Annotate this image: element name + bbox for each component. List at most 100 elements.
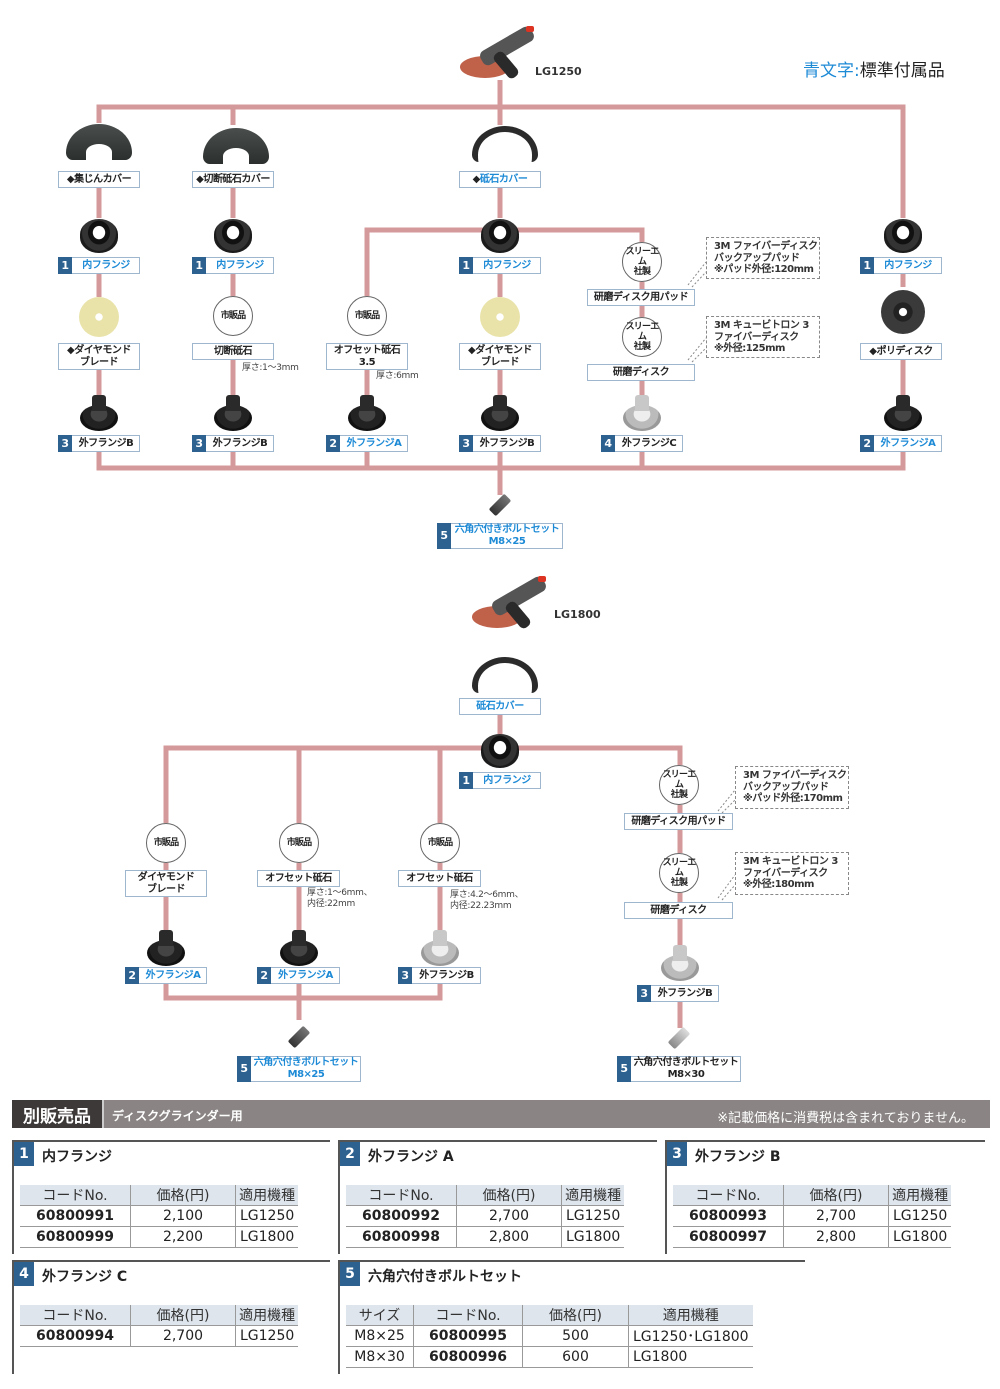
part-number-badge: 1	[459, 257, 473, 274]
commercial-badge: 市販品	[213, 296, 253, 336]
label-text: 外フランジB	[419, 969, 474, 981]
table-cell: 2,100	[130, 1205, 236, 1227]
wheel-cover-text: 砥石カバー	[479, 173, 528, 185]
group-number-badge: 5	[340, 1262, 360, 1286]
pad-note: 3M ファイバーディスク バックアップパッド ※パッド外径:170mm	[735, 766, 849, 809]
group-title: 外フランジ B	[695, 1149, 781, 1165]
label-text: 外フランジA	[346, 437, 402, 449]
column-header: コードNo.	[673, 1185, 784, 1206]
grinder-lg1800-image	[472, 574, 552, 634]
commercial-badge: 市販品	[420, 823, 460, 863]
outer-flange-a-image	[147, 930, 185, 966]
legend: 青文字:標準付属品	[803, 56, 945, 81]
part-number-badge: 1	[192, 257, 206, 274]
offset-wheel-note: 厚さ:4.2〜6mm、 内径:22.23mm	[450, 890, 524, 911]
table-cell: 60800998	[346, 1226, 457, 1248]
standard-mark: ◆	[472, 173, 481, 185]
column-header: 価格(円)	[130, 1305, 236, 1326]
diamond-blade-label: ◆ダイヤモンド ブレード	[58, 343, 140, 370]
outer-flange-a-image	[348, 395, 386, 431]
table-header-row: コードNo.価格(円)適用機種	[673, 1185, 952, 1206]
part-number-badge: 3	[192, 435, 206, 452]
table-cell: M8×30	[346, 1346, 414, 1368]
inner-flange-image	[481, 219, 519, 253]
table-cell: 2,700	[130, 1325, 236, 1347]
table-cell: 60800999	[20, 1226, 131, 1248]
table-cell: LG1800	[561, 1226, 625, 1248]
group-title: 内フランジ	[42, 1149, 112, 1165]
offset-wheel-label: オフセット砥石	[398, 870, 481, 887]
wheel-cover-image	[472, 657, 538, 693]
inner-flange-image	[214, 219, 252, 253]
diamond-blade-label: ダイヤモンド ブレード	[125, 870, 207, 897]
table-cell: 60800997	[673, 1226, 784, 1248]
column-header: コードNo.	[346, 1185, 457, 1206]
table-cell: LG1800	[627, 1346, 753, 1368]
offset-wheel-label: オフセット砥石 3.5	[326, 343, 408, 370]
grinder-lg1250-image	[460, 24, 540, 84]
part-number-badge: 2	[860, 435, 874, 452]
column-header: 適用機種	[561, 1185, 625, 1206]
group-number-badge: 2	[340, 1142, 360, 1166]
column-header: コードNo.	[20, 1305, 131, 1326]
outer-flange-b-image	[80, 395, 118, 431]
disc-note: 3M キュービトロン 3 ファイバーディスク ※外径:180mm	[735, 852, 849, 895]
column-header: 価格(円)	[130, 1185, 236, 1206]
part-number-badge: 3	[58, 435, 72, 452]
disc-note: 3M キュービトロン 3 ファイバーディスク ※外径:125mm	[706, 316, 820, 358]
dust-cover-label: ◆集じんカバー	[58, 171, 140, 188]
column-header: コードNo.	[413, 1305, 523, 1326]
3m-made-badge: スリーエム 社製	[659, 765, 699, 805]
table-cell: LG1250	[888, 1205, 952, 1227]
label-text: 外フランジB	[78, 437, 134, 449]
model-lg1800: LG1800	[554, 608, 601, 621]
outer-flange-b-image	[661, 945, 699, 981]
cutting-wheel-note: 厚さ:1〜3mm	[242, 363, 299, 373]
group-number-badge: 3	[667, 1142, 687, 1166]
label-text: 外フランジA	[278, 969, 333, 981]
outer-flange-b-image	[481, 395, 519, 431]
tax-note: ※記載価格に消費税は含まれておりません。	[717, 1111, 974, 1126]
table-cell: 2,800	[783, 1226, 889, 1248]
3m-made-badge: スリーエム 社製	[659, 853, 699, 893]
separate-sale-subtitle: ディスクグラインダー用	[112, 1109, 243, 1123]
poly-disc-image	[881, 290, 925, 334]
table-cell: LG1800	[235, 1226, 299, 1248]
3m-made-badge: スリーエム 社製	[622, 317, 662, 357]
part-number-badge: 3	[637, 985, 651, 1002]
offset-wheel-note: 厚さ:6mm	[376, 371, 419, 381]
pad-label: 研磨ディスク用パッド	[624, 813, 733, 830]
diamond-blade-image	[480, 297, 520, 337]
outer-flange-c-image	[623, 395, 661, 431]
disc-label: 研磨ディスク	[624, 902, 733, 919]
outer-flange-b-image	[421, 930, 459, 966]
label-text: 外フランジA	[145, 969, 201, 981]
part-number-badge: 4	[601, 435, 615, 452]
column-header: コードNo.	[20, 1185, 131, 1206]
part-number-badge: 5	[237, 1056, 251, 1082]
outer-flange-a-image	[280, 930, 318, 966]
pad-note: 3M ファイバーディスク バックアップパッド ※パッド外径:120mm	[706, 237, 820, 279]
part-number-badge: 1	[459, 772, 473, 789]
table-cell: 60800992	[346, 1205, 457, 1227]
group-number-badge: 4	[14, 1262, 34, 1286]
